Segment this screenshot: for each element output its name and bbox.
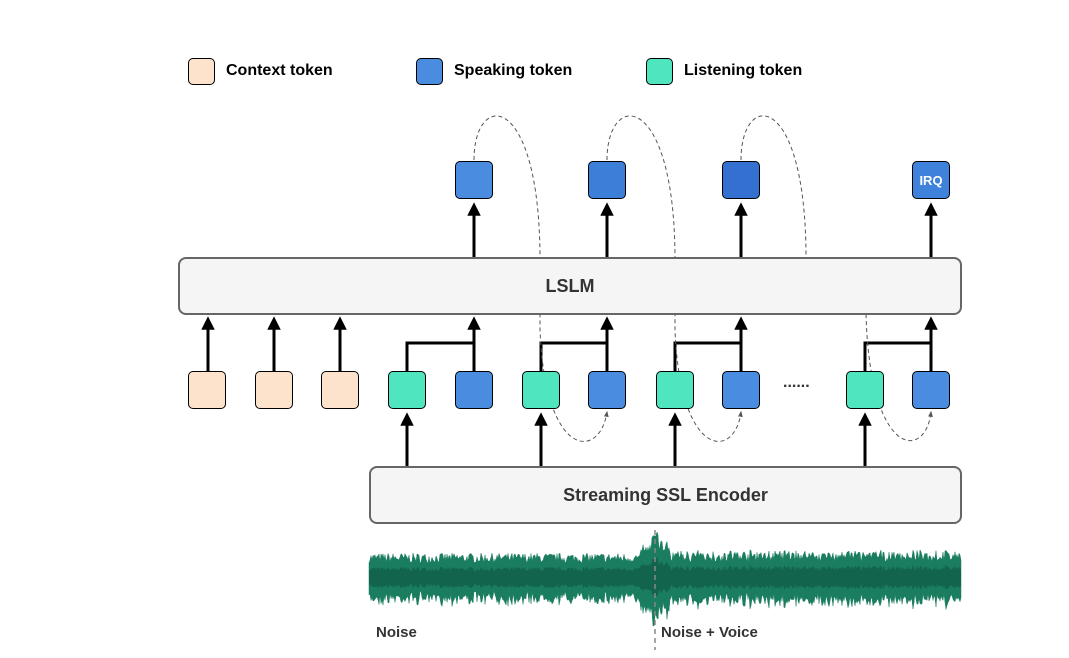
legend-speaking-swatch — [416, 57, 443, 85]
speaking-token-3 — [722, 371, 760, 409]
encoder-label: Streaming SSL Encoder — [563, 484, 768, 505]
output-arrows — [467, 202, 938, 258]
legend-speaking-label: Speaking token — [454, 62, 573, 79]
legend-speaking: Speaking token — [416, 56, 572, 86]
fusion-connector-1 — [405, 341, 474, 371]
output-speaking-token-3 — [722, 161, 760, 199]
listening-token-2 — [522, 371, 560, 409]
legend-listening-swatch — [646, 57, 673, 85]
lslm-label: LSLM — [545, 275, 595, 296]
context-token-2 — [255, 371, 293, 409]
legend-context: Context token — [188, 56, 333, 86]
legend-listening: Listening token — [646, 56, 802, 86]
fusion-connector-2 — [539, 341, 607, 371]
speaking-token-2 — [588, 371, 626, 409]
audio-waveform — [368, 530, 962, 650]
speaking-token-4 — [912, 371, 950, 409]
noise-label: Noise — [376, 624, 417, 641]
context-token-1 — [188, 371, 226, 409]
listening-token-4 — [846, 371, 884, 409]
legend-context-label: Context token — [226, 62, 333, 79]
feedback-loop-3 — [740, 115, 807, 259]
output-speaking-token-2 — [588, 161, 626, 199]
context-token-3 — [321, 371, 359, 409]
listening-token-3 — [656, 371, 694, 409]
legend-listening-label: Listening token — [684, 62, 803, 79]
fusion-connector-3 — [673, 341, 741, 371]
speaking-token-1 — [455, 371, 493, 409]
feedback-loop-4 — [865, 313, 933, 442]
input-arrows — [201, 316, 938, 371]
fusion-connector-4 — [863, 341, 931, 371]
ellipsis: ...... — [783, 374, 810, 391]
lslm-block: LSLM — [178, 257, 962, 315]
waveform-core — [369, 557, 961, 597]
listening-token-1 — [388, 371, 426, 409]
noise-voice-label: Noise + Voice — [661, 624, 758, 641]
encoder-arrows — [400, 412, 872, 467]
output-irq-token: IRQ — [912, 161, 950, 199]
legend-context-swatch — [188, 57, 215, 85]
encoder-block: Streaming SSL Encoder — [369, 466, 962, 524]
output-speaking-token-1 — [455, 161, 493, 199]
